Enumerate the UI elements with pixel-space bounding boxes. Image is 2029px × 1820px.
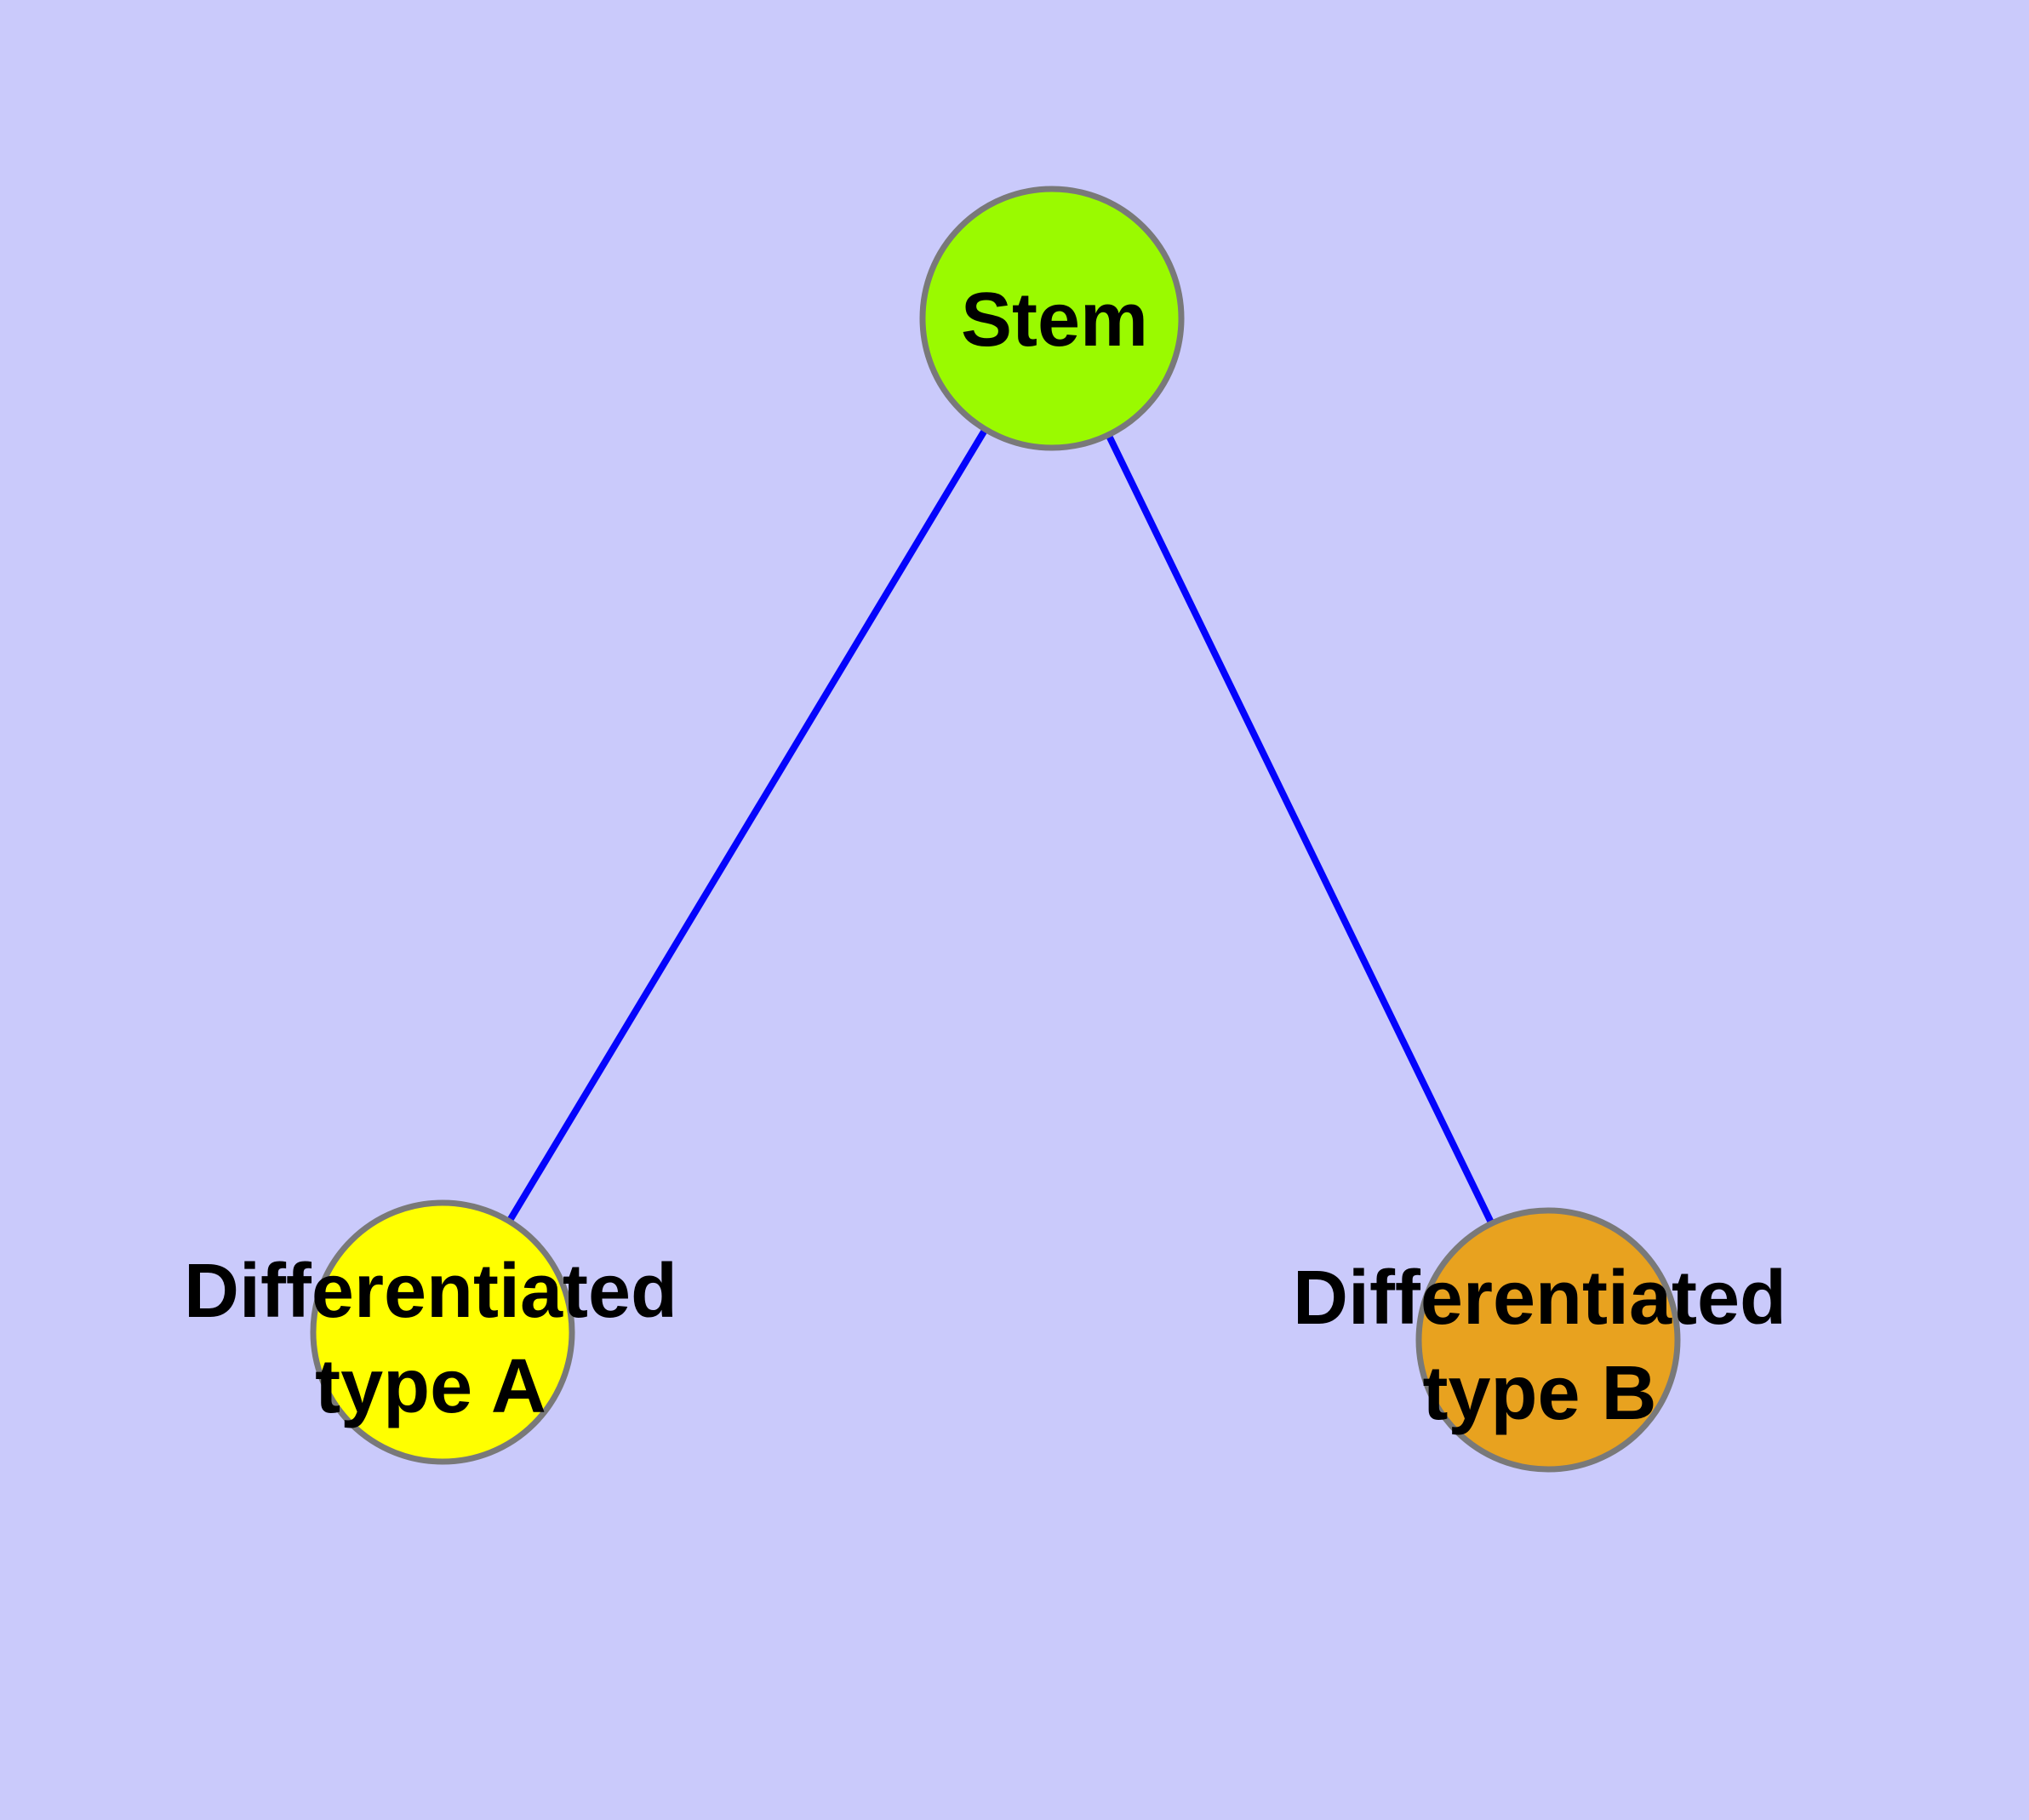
node-differentiated-type-b: [1415, 1207, 1681, 1473]
node-type-a-label-line1: Differentiated: [184, 1249, 677, 1334]
edge-stem-to-type-b: [1049, 317, 1552, 1342]
node-differentiated-type-a: [310, 1199, 575, 1465]
edge-stem-to-type-a: [439, 316, 1055, 1335]
node-stem: [919, 186, 1185, 451]
node-type-b-label-line1: Differentiated: [1293, 1256, 1786, 1341]
node-type-a-label-line2: type A: [315, 1344, 546, 1429]
node-stem-label: Stem: [961, 278, 1148, 363]
node-type-b-label-line2: type B: [1422, 1351, 1656, 1436]
